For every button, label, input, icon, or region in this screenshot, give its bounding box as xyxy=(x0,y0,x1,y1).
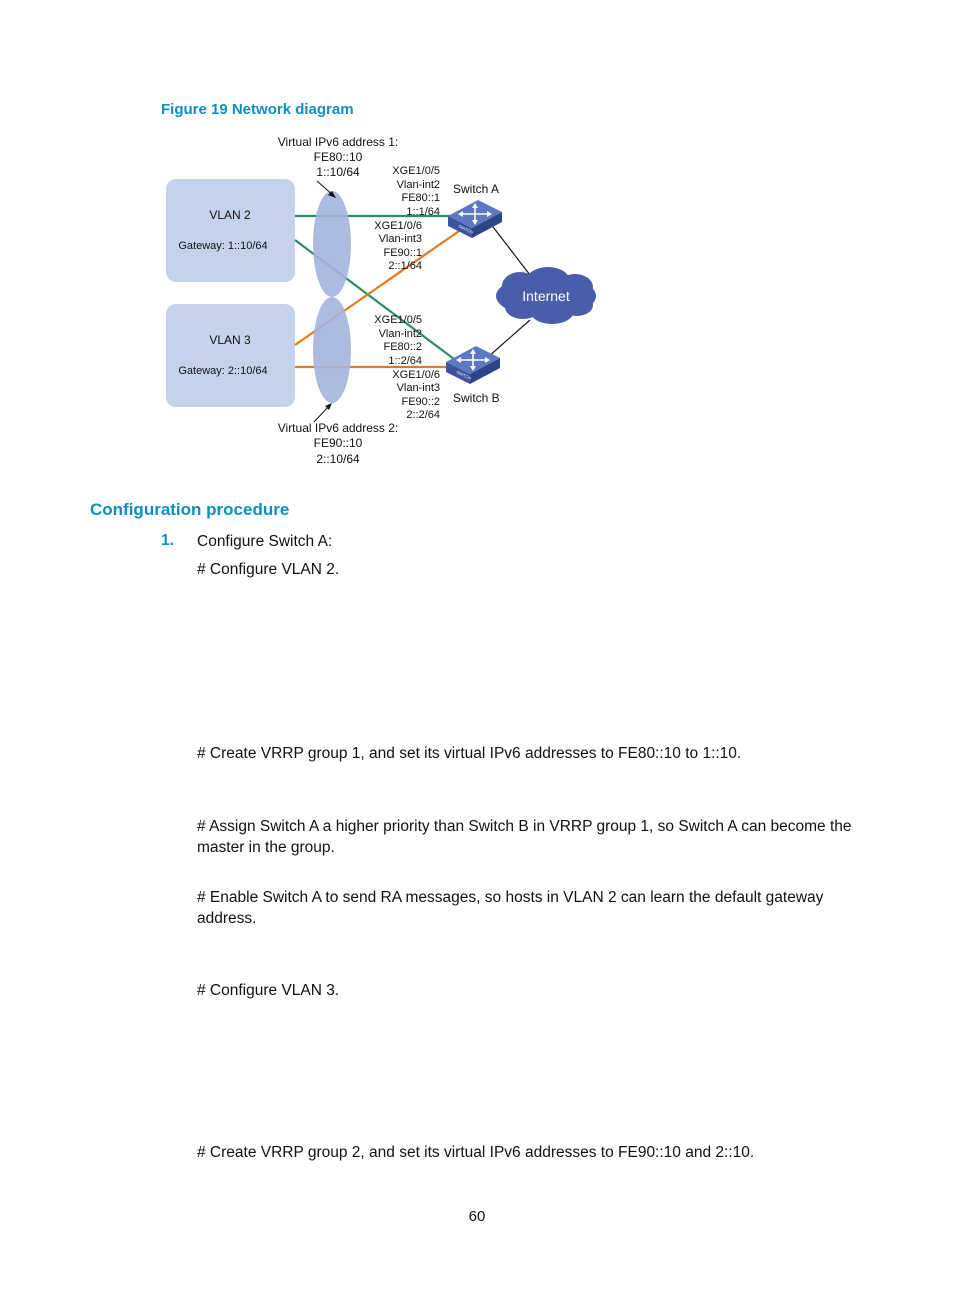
switch-b-icon-text: SWITCH xyxy=(456,369,472,380)
vrrp-group1-ellipse xyxy=(313,191,351,297)
network-diagram: VLAN 2 Gateway: 1::10/64 VLAN 3 Gateway:… xyxy=(166,135,596,466)
switch-a-icon-text: SWITCH xyxy=(458,223,474,234)
comment-assign-priority: # Assign Switch A a higher priority than… xyxy=(197,818,852,856)
switch-b-port1-vlan: Vlan-int2 xyxy=(379,328,422,340)
link-switch-b-internet xyxy=(487,319,531,358)
vip2-line2: 2::10/64 xyxy=(316,452,360,466)
switch-b-port2-if: XGE1/0/6 xyxy=(392,369,440,381)
internet-cloud-icon xyxy=(496,267,596,324)
link-switch-a-internet xyxy=(489,222,531,276)
comment-configure-vlan2: # Configure VLAN 2. xyxy=(197,561,340,578)
switch-b-port2-vlan: Vlan-int3 xyxy=(397,382,440,394)
vip1-arrowhead xyxy=(328,191,336,198)
vlan3-box xyxy=(166,304,295,407)
section-heading: Configuration procedure xyxy=(90,500,290,519)
vip1-line2: 1::10/64 xyxy=(316,165,360,179)
switch-a-port1-if: XGE1/0/5 xyxy=(392,165,440,177)
switch-b-port1-gua: 1::2/64 xyxy=(388,355,422,367)
vip2-title: Virtual IPv6 address 2: xyxy=(278,421,399,435)
comment-enable-ra: # Enable Switch A to send RA messages, s… xyxy=(197,889,824,927)
switch-b-port2-ll: FE90::2 xyxy=(401,396,440,408)
step-1-number: 1. xyxy=(161,532,174,549)
comment-configure-vlan3: # Configure VLAN 3. xyxy=(197,982,340,999)
switch-a-port2-vlan: Vlan-int3 xyxy=(379,233,422,245)
switch-b-port1-ll: FE80::2 xyxy=(383,341,422,353)
vlan2-gateway: Gateway: 1::10/64 xyxy=(178,240,267,252)
switch-a-port1-ll: FE80::1 xyxy=(401,192,440,204)
comment-create-vrrp-group2: # Create VRRP group 2, and set its virtu… xyxy=(197,1144,755,1161)
switch-a-port1-gua: 1::1/64 xyxy=(406,206,440,218)
step-1-text: Configure Switch A: xyxy=(197,533,333,550)
vlan3-label: VLAN 3 xyxy=(209,333,251,347)
vlan2-label: VLAN 2 xyxy=(209,208,251,222)
vrrp-group2-ellipse xyxy=(313,297,351,403)
switch-a-port1-vlan: Vlan-int2 xyxy=(397,179,440,191)
vip2-arrowhead xyxy=(325,403,332,410)
figure-caption: Figure 19 Network diagram xyxy=(161,101,354,118)
switch-a-icon: SWITCH xyxy=(448,200,502,238)
vlan2-box xyxy=(166,179,295,282)
switch-a-port2-gua: 2::1/64 xyxy=(388,260,422,272)
internet-label: Internet xyxy=(522,288,570,304)
page-number: 60 xyxy=(468,1208,486,1225)
vlan3-gateway: Gateway: 2::10/64 xyxy=(178,365,267,377)
switch-b-port2-gua: 2::2/64 xyxy=(406,409,440,421)
switch-a-port2-ll: FE90::1 xyxy=(383,247,422,259)
switch-b-label: Switch B xyxy=(453,391,500,405)
vip1-line1: FE80::10 xyxy=(314,150,363,164)
switch-b-icon: SWITCH xyxy=(446,346,500,384)
switch-a-port2-if: XGE1/0/6 xyxy=(374,220,422,232)
vip1-title: Virtual IPv6 address 1: xyxy=(278,135,399,149)
switch-a-label: Switch A xyxy=(453,182,499,196)
switch-b-port1-if: XGE1/0/5 xyxy=(374,314,422,326)
vip2-line1: FE90::10 xyxy=(314,436,363,450)
comment-create-vrrp-group1: # Create VRRP group 1, and set its virtu… xyxy=(197,745,742,762)
